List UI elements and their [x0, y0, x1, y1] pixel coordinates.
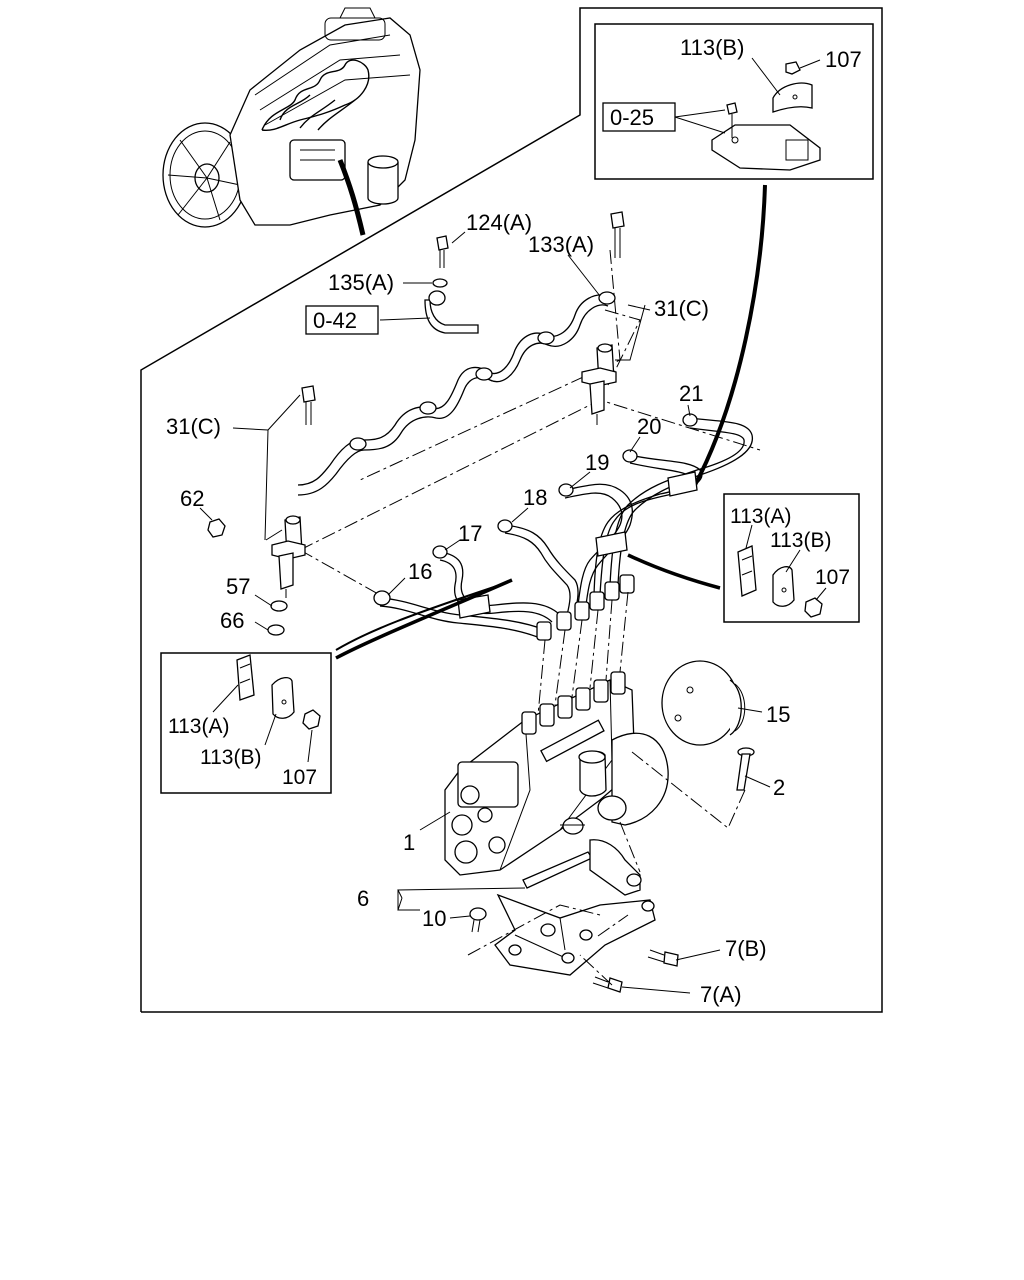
bracket-detail-inset-top: 113(B) 107 0-25: [594, 23, 874, 180]
label-113b-left: 113(B): [200, 746, 261, 769]
injection-pipes: [373, 413, 753, 716]
injection-pump: [444, 671, 669, 876]
engine-overview-illustration: [162, 7, 421, 236]
label-17: 17: [458, 521, 482, 546]
clamp-detail-inset-right: 113(A) 113(B) 107: [723, 493, 860, 623]
callout-labels: 124(A) 133(A) 135(A) 0-42 31(C) 21 20 19…: [166, 210, 790, 1007]
label-1: 1: [403, 830, 415, 855]
label-62: 62: [180, 486, 204, 511]
main-frame: [140, 7, 883, 1013]
ref-box-0-25: [602, 102, 676, 132]
label-31c-right: 31(C): [654, 296, 709, 321]
leak-off-pipe-assembly: [207, 211, 761, 636]
label-7a: 7(A): [700, 982, 742, 1007]
label-2: 2: [773, 775, 785, 800]
label-20: 20: [637, 414, 661, 439]
label-10: 10: [422, 906, 446, 931]
label-66: 66: [220, 608, 244, 633]
pointer-line-left-inset-2: [335, 584, 501, 651]
label-15: 15: [766, 702, 790, 727]
label-ref-0-42: 0-42: [313, 308, 357, 333]
ref-box-0-42: [305, 305, 379, 335]
label-ref-0-25: 0-25: [610, 105, 654, 130]
label-19: 19: [585, 450, 609, 475]
label-113b-right: 113(B): [770, 529, 831, 552]
label-107-top: 107: [825, 47, 862, 72]
callout-leaders: [199, 231, 721, 994]
label-124a: 124(A): [466, 210, 532, 235]
label-57: 57: [226, 574, 250, 599]
label-113a-right: 113(A): [730, 505, 791, 528]
label-6: 6: [357, 886, 369, 911]
pointer-line-right-inset: [627, 553, 721, 590]
label-133a: 133(A): [528, 232, 594, 257]
label-7b: 7(B): [725, 936, 767, 961]
bolt-2: [631, 747, 771, 829]
label-31c-left: 31(C): [166, 414, 221, 439]
label-21: 21: [679, 381, 703, 406]
label-18: 18: [523, 485, 547, 510]
pointer-line-left-inset: [335, 578, 513, 660]
label-135a: 135(A): [328, 270, 394, 295]
clamp-detail-inset-left: 113(A) 113(B) 107: [160, 652, 332, 794]
label-107-right: 107: [815, 566, 850, 589]
pump-bracket-assembly: [467, 821, 679, 993]
label-107-left: 107: [282, 766, 317, 789]
label-16: 16: [408, 559, 432, 584]
timer-coupling: [661, 660, 763, 746]
pointer-line-top-inset: [693, 184, 767, 486]
label-113b-top: 113(B): [680, 35, 744, 60]
label-113a-left: 113(A): [168, 715, 229, 738]
